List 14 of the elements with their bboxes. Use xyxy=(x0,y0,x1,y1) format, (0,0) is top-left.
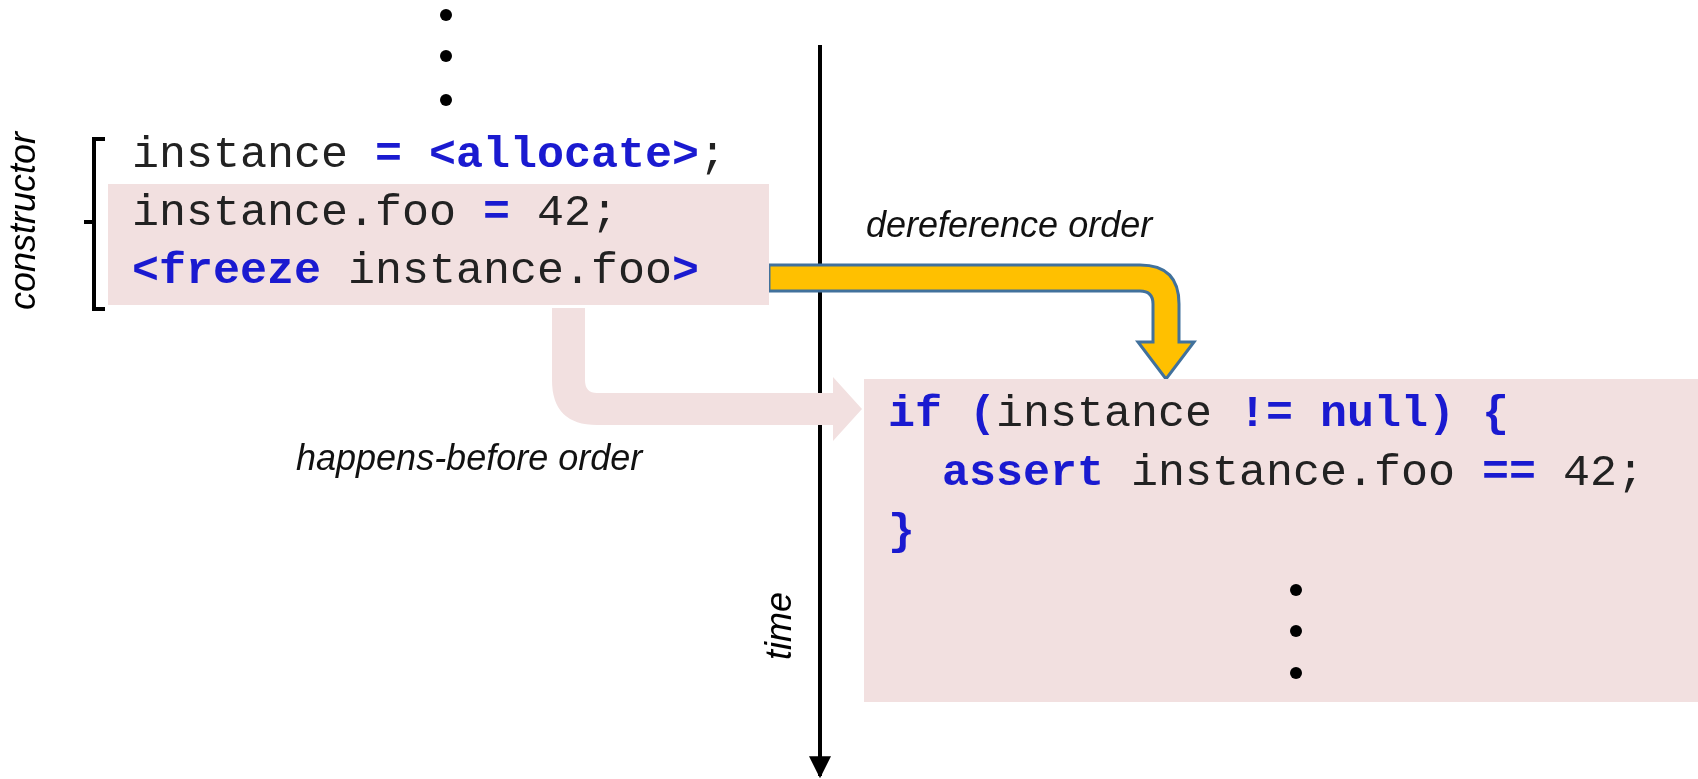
block-arrow xyxy=(767,263,1196,381)
edge-label: happens-before order xyxy=(296,437,643,479)
axis-label: time xyxy=(758,592,800,660)
code-line: instance.foo = 42; xyxy=(132,188,619,240)
code-line: if (instance != null) { xyxy=(888,389,1510,441)
edge-label: dereference order xyxy=(866,204,1153,246)
code-box xyxy=(864,379,1698,702)
code-line: instance = <allocate>; xyxy=(132,130,727,182)
code-box xyxy=(108,184,769,305)
code-line: assert instance.foo == 42; xyxy=(942,448,1645,500)
code-line: <freeze instance.foo> xyxy=(132,246,700,298)
block-arrow xyxy=(552,308,862,441)
code-line: } xyxy=(888,507,915,559)
rotated-label: constructor xyxy=(2,132,44,311)
